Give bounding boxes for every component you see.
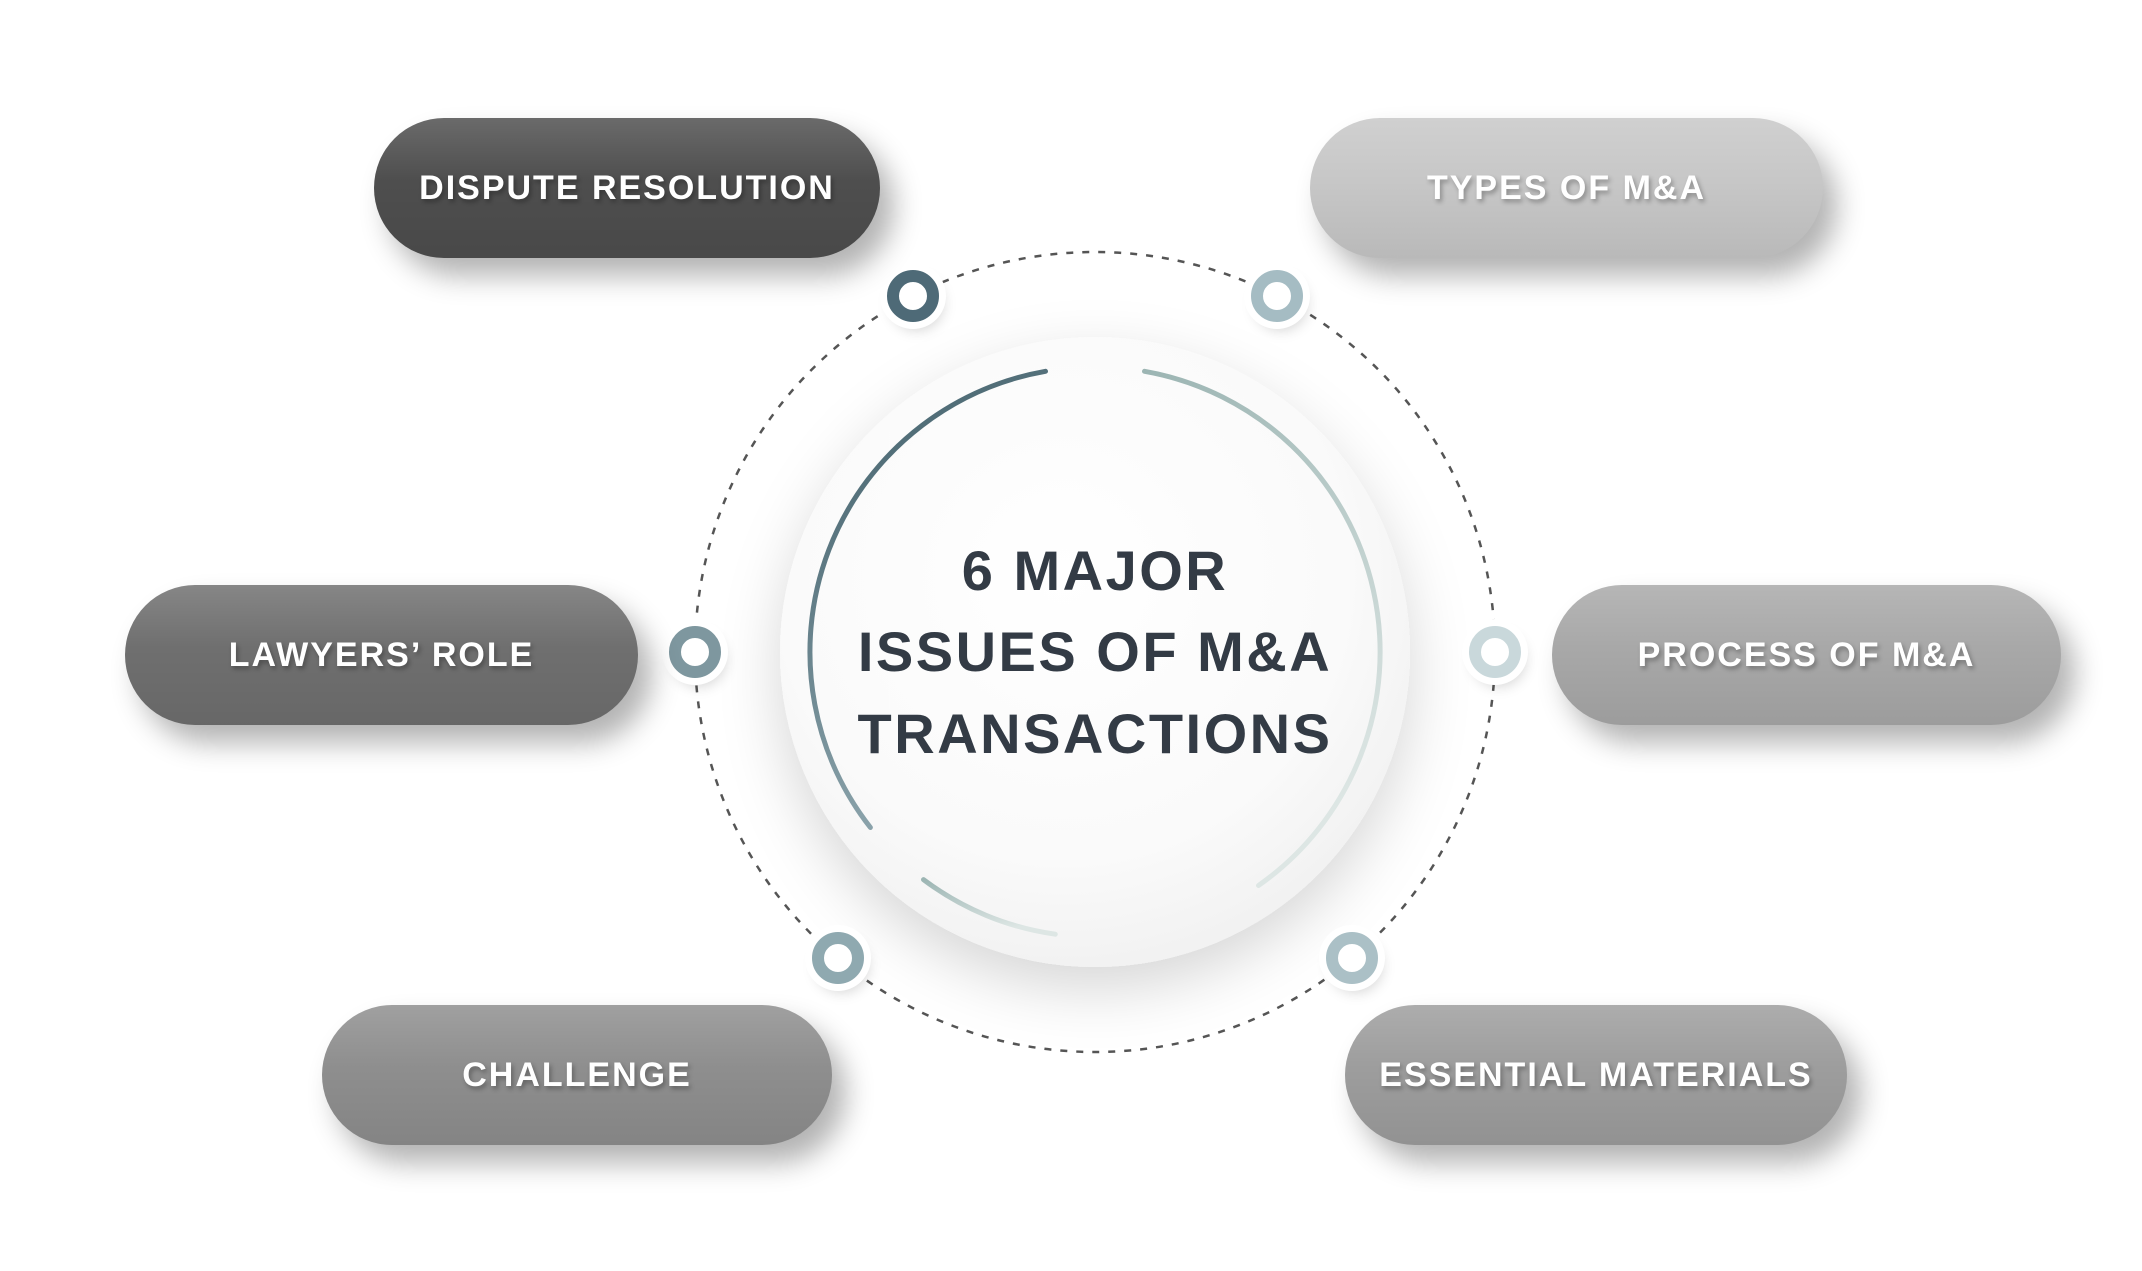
node-process-of-ma: PROCESS OF M&A xyxy=(1552,585,2061,725)
node-label-essential-materials: ESSENTIAL MATERIALS xyxy=(1379,1055,1813,1094)
center-ring-arc-right xyxy=(1142,368,1383,888)
node-label-challenge: CHALLENGE xyxy=(462,1055,692,1094)
node-label-dispute-resolution: DISPUTE RESOLUTION xyxy=(419,168,835,207)
node-challenge: CHALLENGE xyxy=(322,1005,832,1145)
marker-dispute-resolution xyxy=(887,270,939,322)
node-lawyers-role: LAWYERS’ ROLE xyxy=(125,585,638,725)
center-ring-arc-left xyxy=(807,368,1048,830)
marker-types-of-ma xyxy=(1251,270,1303,322)
marker-lawyers-role xyxy=(669,626,721,678)
marker-process-of-ma xyxy=(1469,626,1521,678)
node-label-lawyers-role: LAWYERS’ ROLE xyxy=(228,635,535,674)
center-circle xyxy=(780,337,1410,967)
node-essential-materials: ESSENTIAL MATERIALS xyxy=(1345,1005,1847,1145)
center-ring-arc-bottom xyxy=(921,877,1058,937)
node-dispute-resolution: DISPUTE RESOLUTION xyxy=(374,118,880,258)
node-label-process-of-ma: PROCESS OF M&A xyxy=(1637,635,1976,674)
marker-essential-materials xyxy=(1326,932,1378,984)
node-types-of-ma: TYPES OF M&A xyxy=(1310,118,1823,258)
marker-challenge xyxy=(812,932,864,984)
node-label-types-of-ma: TYPES OF M&A xyxy=(1426,168,1707,207)
